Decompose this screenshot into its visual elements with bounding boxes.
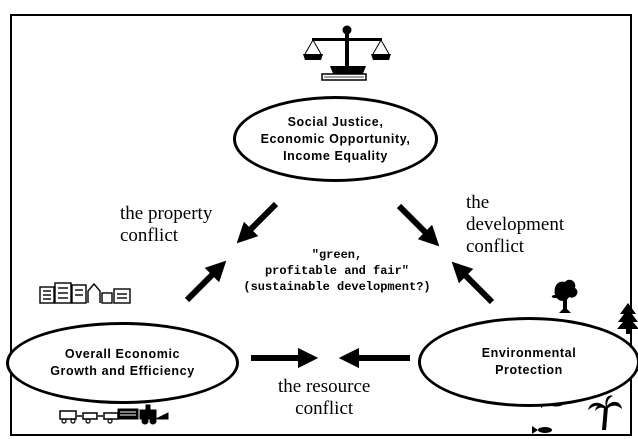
property-conflict-label: the property conflict xyxy=(120,203,213,246)
train-icon xyxy=(59,404,169,425)
sustainable-development-label: "green, profitable and fair" (sustainabl… xyxy=(243,248,431,294)
development-conflict-label: the development conflict xyxy=(466,192,565,257)
social-justice-node: Social Justice, Economic Opportunity, In… xyxy=(233,96,438,182)
diagram-border xyxy=(10,14,632,436)
arrow-to-environment xyxy=(396,203,440,247)
environmental-protection-label: Environmental Protection xyxy=(481,346,577,377)
resource-conflict-label: the resource conflict xyxy=(278,376,371,419)
pine-tree-icon xyxy=(617,303,638,334)
arrow-to-growth xyxy=(236,201,279,244)
environmental-protection-node: Environmental Protection xyxy=(418,317,638,407)
arrow-to-justice-left xyxy=(184,260,227,303)
tree-icon xyxy=(551,279,578,313)
economic-growth-label: Overall Economic Growth and Efficiency xyxy=(50,347,195,378)
scales-icon xyxy=(303,25,391,81)
palm-tree-icon xyxy=(588,395,622,430)
arrow-to-justice-right xyxy=(451,261,495,305)
city-buildings-icon xyxy=(39,282,131,304)
economic-growth-node: Overall Economic Growth and Efficiency xyxy=(6,322,239,404)
social-justice-label: Social Justice, Economic Opportunity, In… xyxy=(260,114,411,163)
